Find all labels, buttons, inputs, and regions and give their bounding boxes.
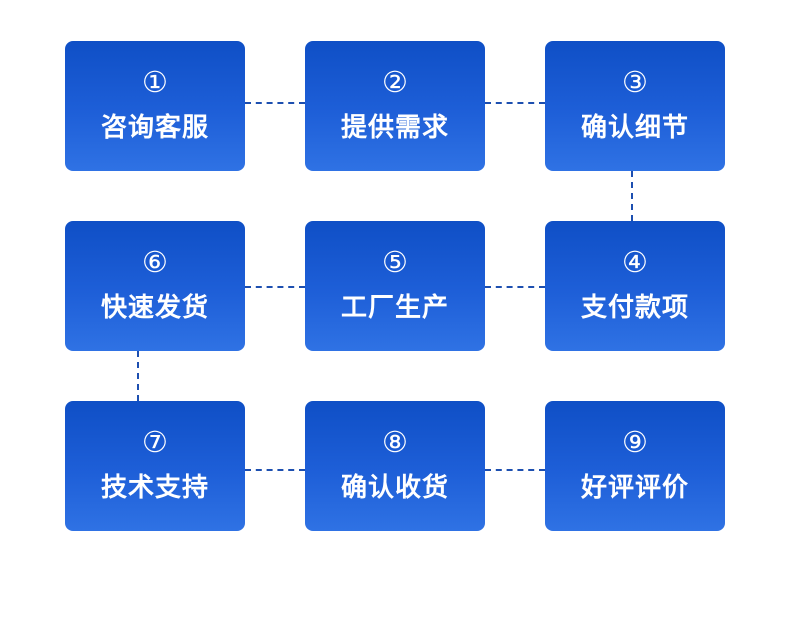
step-3-confirm-details: ③ 确认细节: [545, 41, 725, 171]
step-number: ⑦: [142, 425, 168, 459]
connector-8-9: [485, 469, 545, 471]
connector-3-4: [631, 171, 633, 221]
step-label: 好评评价: [580, 473, 689, 503]
step-label: 确认细节: [580, 113, 689, 143]
step-label: 确认收货: [340, 473, 449, 503]
step-6-fast-shipping: ⑥ 快速发货: [65, 221, 245, 351]
step-number: ②: [382, 65, 408, 99]
step-number: ④: [622, 245, 648, 279]
step-number: ⑤: [382, 245, 408, 279]
connector-2-3: [485, 102, 545, 104]
step-label: 支付款项: [580, 293, 689, 323]
connector-6-7: [137, 351, 139, 401]
connector-7-8: [245, 469, 305, 471]
connector-5-6: [245, 286, 305, 288]
step-7-tech-support: ⑦ 技术支持: [65, 401, 245, 531]
step-label: 工厂生产: [340, 293, 449, 323]
step-5-factory-production: ⑤ 工厂生产: [305, 221, 485, 351]
step-8-confirm-receipt: ⑧ 确认收货: [305, 401, 485, 531]
step-9-review: ⑨ 好评评价: [545, 401, 725, 531]
step-label: 咨询客服: [100, 113, 209, 143]
step-number: ⑥: [142, 245, 168, 279]
step-number: ③: [622, 65, 648, 99]
step-1-consult: ① 咨询客服: [65, 41, 245, 171]
connector-1-2: [245, 102, 305, 104]
step-label: 快速发货: [100, 293, 209, 323]
step-label: 提供需求: [340, 113, 449, 143]
connector-4-5: [485, 286, 545, 288]
step-number: ①: [142, 65, 168, 99]
step-label: 技术支持: [100, 473, 209, 503]
step-2-requirements: ② 提供需求: [305, 41, 485, 171]
step-4-payment: ④ 支付款项: [545, 221, 725, 351]
step-number: ⑧: [382, 425, 408, 459]
step-number: ⑨: [622, 425, 648, 459]
